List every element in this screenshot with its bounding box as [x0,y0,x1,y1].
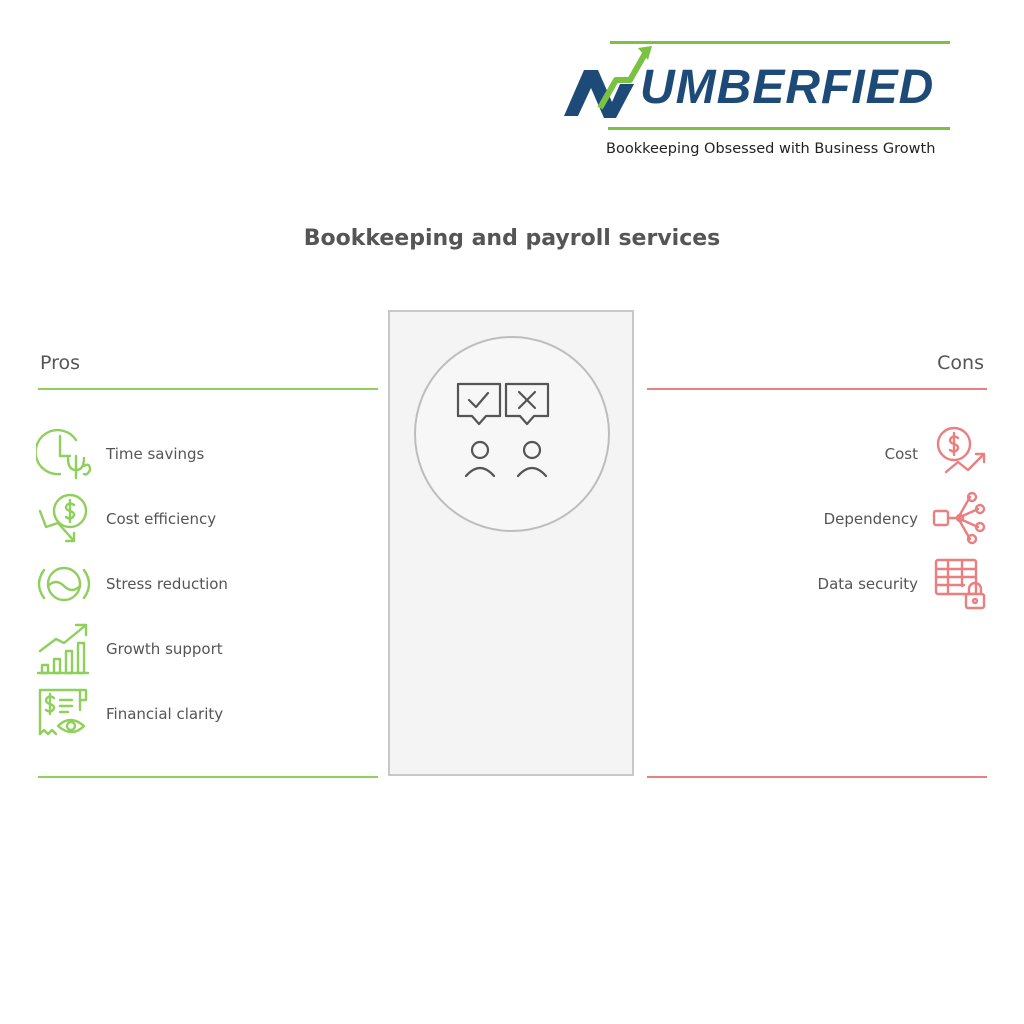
pro-item-label: Cost efficiency [106,510,217,528]
page-title: Bookkeeping and payroll services [303,226,721,251]
pro-item-label: Stress reduction [106,575,228,593]
clock-plant-icon [36,428,92,480]
network-nodes-icon [932,491,986,545]
cons-top-rule [647,388,987,390]
receipt-eye-icon [38,688,88,736]
pros-heading: Pros [40,352,81,374]
con-item-cost: Cost [885,426,988,482]
pros-bottom-rule [38,776,378,778]
approve-reject-people-icon [456,382,550,478]
logo-n-arrow-icon [564,46,652,118]
con-item-label: Data security [817,575,918,593]
logo-tagline: Bookkeeping Obsessed with Business Growt… [606,141,936,157]
dollar-down-arrow-icon [38,493,88,543]
pro-item-financial-clarity: Financial clarity [36,686,223,742]
dollar-up-arrow-icon [936,426,986,474]
cons-bottom-rule [647,776,987,778]
pro-item-cost-efficiency: Cost efficiency [36,491,216,547]
table-lock-icon [934,558,986,610]
growth-bars-icon [36,623,90,675]
pro-item-stress-reduction: Stress reduction [36,556,228,612]
pro-item-label: Time savings [106,445,205,463]
brand-logo: UMBERFIED Bookkeeping Obsessed with Busi… [560,38,954,162]
logo-top-rule [610,41,950,44]
logo-bottom-rule [608,127,950,130]
pro-item-label: Growth support [106,640,223,658]
center-circle [414,336,610,532]
con-item-data-security: Data security [818,556,988,612]
pros-top-rule [38,388,378,390]
pro-item-label: Financial clarity [106,705,224,723]
con-item-label: Cost [884,445,918,463]
con-item-label: Dependency [823,510,918,528]
logo-wordmark: UMBERFIED [640,61,935,114]
con-item-dependency: Dependency [824,491,988,547]
calm-wave-icon [37,566,91,602]
pro-item-growth-support: Growth support [36,621,223,677]
pro-item-time-savings: Time savings [36,426,204,482]
cons-heading: Cons [937,352,984,374]
